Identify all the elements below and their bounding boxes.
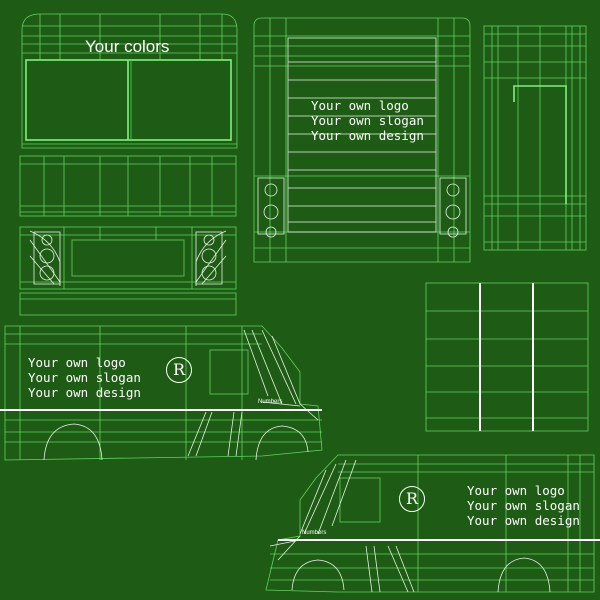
left-side-text-logo: Your own logo (28, 355, 126, 370)
header-colors-label: Your colors (85, 37, 170, 56)
front-lower-strip (19, 155, 237, 217)
trademark-icon-left: R (166, 357, 192, 383)
rear-door-panel (483, 25, 587, 251)
roof-text-slogan: Your own slogan (311, 113, 424, 128)
right-side-text-logo: Your own logo (467, 483, 565, 498)
roof-panel (253, 17, 471, 263)
side-panel-left (0, 325, 323, 461)
left-side-numbers-label: Numbers (258, 399, 283, 405)
left-side-text-slogan: Your own slogan (28, 370, 141, 385)
trademark-icon-right: R (399, 486, 425, 512)
front-panel (21, 13, 238, 149)
front-bumper (19, 226, 237, 316)
floor-panel (425, 282, 589, 432)
left-side-text-design: Your own design (28, 385, 141, 400)
right-side-numbers-label: Numbers (302, 530, 327, 536)
side-panel-right (265, 454, 600, 593)
roof-text-design: Your own design (311, 128, 424, 143)
right-side-text-design: Your own design (467, 513, 580, 528)
right-side-text-slogan: Your own slogan (467, 498, 580, 513)
roof-text-logo: Your own logo (311, 98, 409, 113)
